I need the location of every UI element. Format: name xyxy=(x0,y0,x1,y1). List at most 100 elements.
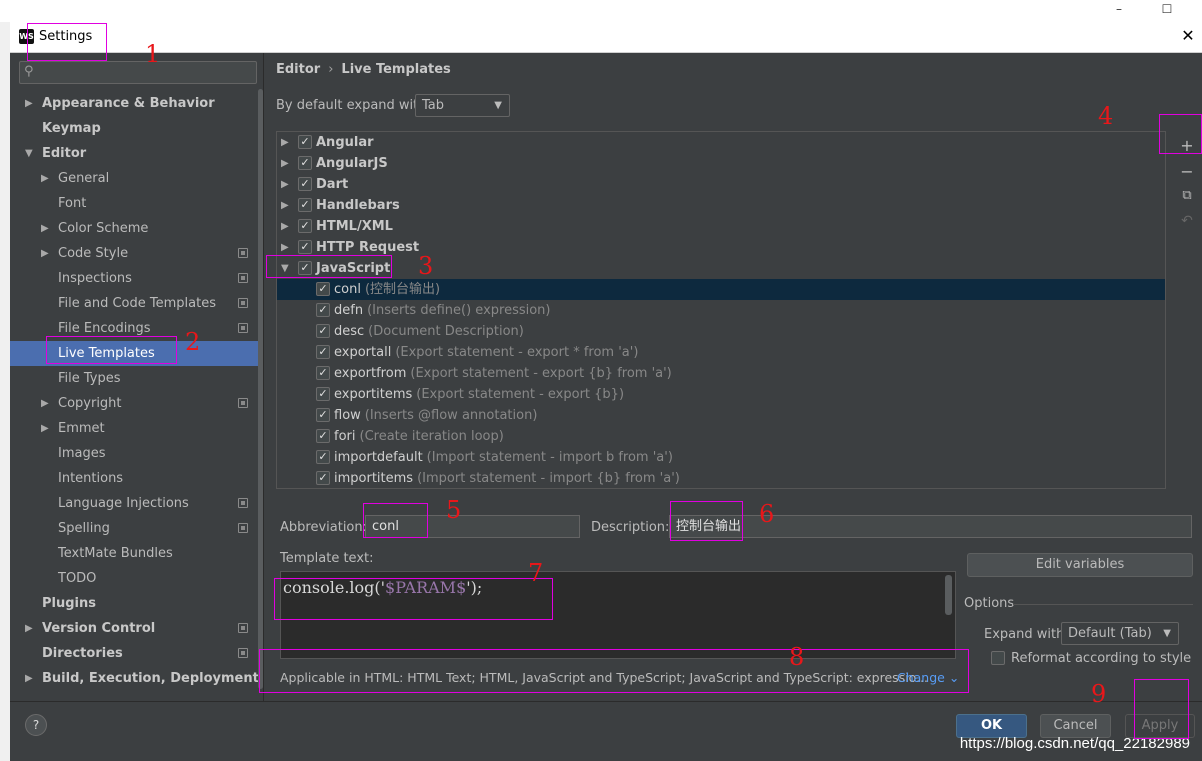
sidebar-item[interactable]: TextMate Bundles xyxy=(10,541,263,566)
template-group-checkbox[interactable]: ✓ xyxy=(298,198,312,212)
description-input[interactable]: 控制台输出 xyxy=(669,515,1192,538)
chevron-right-icon[interactable]: ▶ xyxy=(41,173,49,184)
chevron-right-icon[interactable]: ▶ xyxy=(41,423,49,434)
cancel-button[interactable]: Cancel xyxy=(1040,714,1111,738)
sidebar-item[interactable]: Images xyxy=(10,441,263,466)
template-checkbox[interactable]: ✓ xyxy=(316,282,330,296)
chevron-down-icon[interactable]: ▼ xyxy=(25,148,33,159)
template-group-checkbox[interactable]: ✓ xyxy=(298,156,312,170)
add-template-icon[interactable]: + xyxy=(1180,136,1194,155)
copy-template-icon[interactable]: ⧉ xyxy=(1182,188,1192,203)
chevron-right-icon[interactable]: ▶ xyxy=(281,158,289,169)
sidebar-item[interactable]: File Encodings xyxy=(10,316,263,341)
sidebar-item[interactable]: TODO xyxy=(10,566,263,591)
remove-template-icon[interactable]: − xyxy=(1180,162,1194,181)
chevron-right-icon[interactable]: ▶ xyxy=(25,673,33,684)
restore-icon[interactable]: ↶ xyxy=(1181,213,1193,229)
template-group-row[interactable]: ▶✓AngularJS xyxy=(277,153,1165,174)
template-checkbox[interactable]: ✓ xyxy=(316,345,330,359)
template-group-row[interactable]: ▶✓Angular xyxy=(277,132,1165,153)
template-row[interactable]: ✓fori(Create iteration loop) xyxy=(277,426,1165,447)
sidebar-item[interactable]: Keymap xyxy=(10,116,263,141)
template-group-checkbox[interactable]: ✓ xyxy=(298,177,312,191)
template-group-row[interactable]: ▼✓JavaScript xyxy=(277,258,1165,279)
chevron-right-icon[interactable]: ▶ xyxy=(281,221,289,232)
template-row[interactable]: ✓importitems(Import statement - import {… xyxy=(277,468,1165,488)
template-row[interactable]: ✓flow(Inserts @flow annotation) xyxy=(277,405,1165,426)
chevron-right-icon[interactable]: ▶ xyxy=(281,179,289,190)
template-group-checkbox[interactable]: ✓ xyxy=(298,240,312,254)
sidebar-item[interactable]: Inspections xyxy=(10,266,263,291)
reformat-checkbox[interactable] xyxy=(991,651,1005,665)
maximize-icon[interactable]: ☐ xyxy=(1161,2,1173,16)
template-text-scrollbar[interactable] xyxy=(945,575,952,615)
template-row[interactable]: ✓exportfrom(Export statement - export {b… xyxy=(277,363,1165,384)
sidebar-item[interactable]: ▶General xyxy=(10,166,263,191)
template-checkbox[interactable]: ✓ xyxy=(316,324,330,338)
template-group-checkbox[interactable]: ✓ xyxy=(298,261,312,275)
sidebar-scrollbar[interactable] xyxy=(258,89,263,689)
template-text-editor[interactable]: console.log('$PARAM$'); xyxy=(280,571,956,659)
chevron-right-icon[interactable]: ▶ xyxy=(41,248,49,259)
template-group-checkbox[interactable]: ✓ xyxy=(298,219,312,233)
template-list-scrollbar[interactable] xyxy=(1165,132,1166,322)
chevron-right-icon[interactable]: ▶ xyxy=(281,242,289,253)
template-checkbox[interactable]: ✓ xyxy=(316,450,330,464)
template-group-row[interactable]: ▶✓Handlebars xyxy=(277,195,1165,216)
template-checkbox[interactable]: ✓ xyxy=(316,471,330,485)
sidebar-item[interactable]: ▶Version Control xyxy=(10,616,263,641)
template-row[interactable]: ✓exportitems(Export statement - export {… xyxy=(277,384,1165,405)
default-expand-select[interactable]: Tab ▼ xyxy=(415,94,510,117)
chevron-right-icon[interactable]: ▶ xyxy=(281,137,289,148)
template-group-checkbox[interactable]: ✓ xyxy=(298,135,312,149)
template-checkbox[interactable]: ✓ xyxy=(316,408,330,422)
sidebar-item[interactable]: ▶Color Scheme xyxy=(10,216,263,241)
chevron-right-icon[interactable]: ▶ xyxy=(281,200,289,211)
chevron-right-icon[interactable]: ▶ xyxy=(41,398,49,409)
template-row[interactable]: ✓exportall(Export statement - export * f… xyxy=(277,342,1165,363)
template-group-row[interactable]: ▶✓Dart xyxy=(277,174,1165,195)
sidebar-item[interactable]: Live Templates xyxy=(10,341,263,366)
template-row[interactable]: ✓desc(Document Description) xyxy=(277,321,1165,342)
sidebar-item[interactable]: ▶Appearance & Behavior xyxy=(10,91,263,116)
template-row[interactable]: ✓importdefault(Import statement - import… xyxy=(277,447,1165,468)
sidebar-item-label: Font xyxy=(58,196,87,211)
sidebar-item[interactable]: Font xyxy=(10,191,263,216)
sidebar-item[interactable]: Directories xyxy=(10,641,263,666)
minimize-icon[interactable]: – xyxy=(1116,2,1122,16)
sidebar-item[interactable]: ▶Emmet xyxy=(10,416,263,441)
sidebar-item[interactable]: Intentions xyxy=(10,466,263,491)
template-checkbox[interactable]: ✓ xyxy=(316,366,330,380)
close-icon[interactable]: ✕ xyxy=(1181,26,1195,45)
sidebar-item[interactable]: Spelling xyxy=(10,516,263,541)
template-group-row[interactable]: ▶✓HTML/XML xyxy=(277,216,1165,237)
breadcrumb-parent[interactable]: Editor xyxy=(276,62,321,77)
help-button[interactable]: ? xyxy=(25,714,47,736)
edit-variables-button[interactable]: Edit variables xyxy=(967,553,1193,577)
ok-button[interactable]: OK xyxy=(956,714,1027,738)
chevron-right-icon[interactable]: ▶ xyxy=(25,98,33,109)
change-contexts-link[interactable]: Change ⌄ xyxy=(897,670,960,685)
apply-button[interactable]: Apply xyxy=(1125,714,1195,738)
template-group-row[interactable]: ▶✓HTTP Request xyxy=(277,237,1165,258)
template-row[interactable]: ✓conl(控制台输出) xyxy=(277,279,1165,300)
sidebar-item[interactable]: Language Injections xyxy=(10,491,263,516)
template-checkbox[interactable]: ✓ xyxy=(316,387,330,401)
chevron-right-icon[interactable]: ▶ xyxy=(25,623,33,634)
sidebar-item[interactable]: ▼Editor xyxy=(10,141,263,166)
chevron-right-icon[interactable]: ▶ xyxy=(41,223,49,234)
sidebar-item[interactable]: Plugins xyxy=(10,591,263,616)
sidebar-item[interactable]: ▶Copyright xyxy=(10,391,263,416)
expand-with-select[interactable]: Default (Tab) ▼ xyxy=(1061,622,1179,645)
template-checkbox[interactable]: ✓ xyxy=(316,303,330,317)
sidebar-item[interactable]: ▶Code Style xyxy=(10,241,263,266)
abbreviation-input[interactable]: conl xyxy=(365,515,580,538)
sidebar-item[interactable]: File and Code Templates xyxy=(10,291,263,316)
settings-search-input[interactable]: ⚲ xyxy=(19,61,257,84)
sidebar-item[interactable]: File Types xyxy=(10,366,263,391)
template-checkbox[interactable]: ✓ xyxy=(316,429,330,443)
sidebar-item[interactable]: ▶Build, Execution, Deployment xyxy=(10,666,263,691)
chevron-down-icon[interactable]: ▼ xyxy=(281,263,289,274)
template-row[interactable]: ✓defn(Inserts define() expression) xyxy=(277,300,1165,321)
